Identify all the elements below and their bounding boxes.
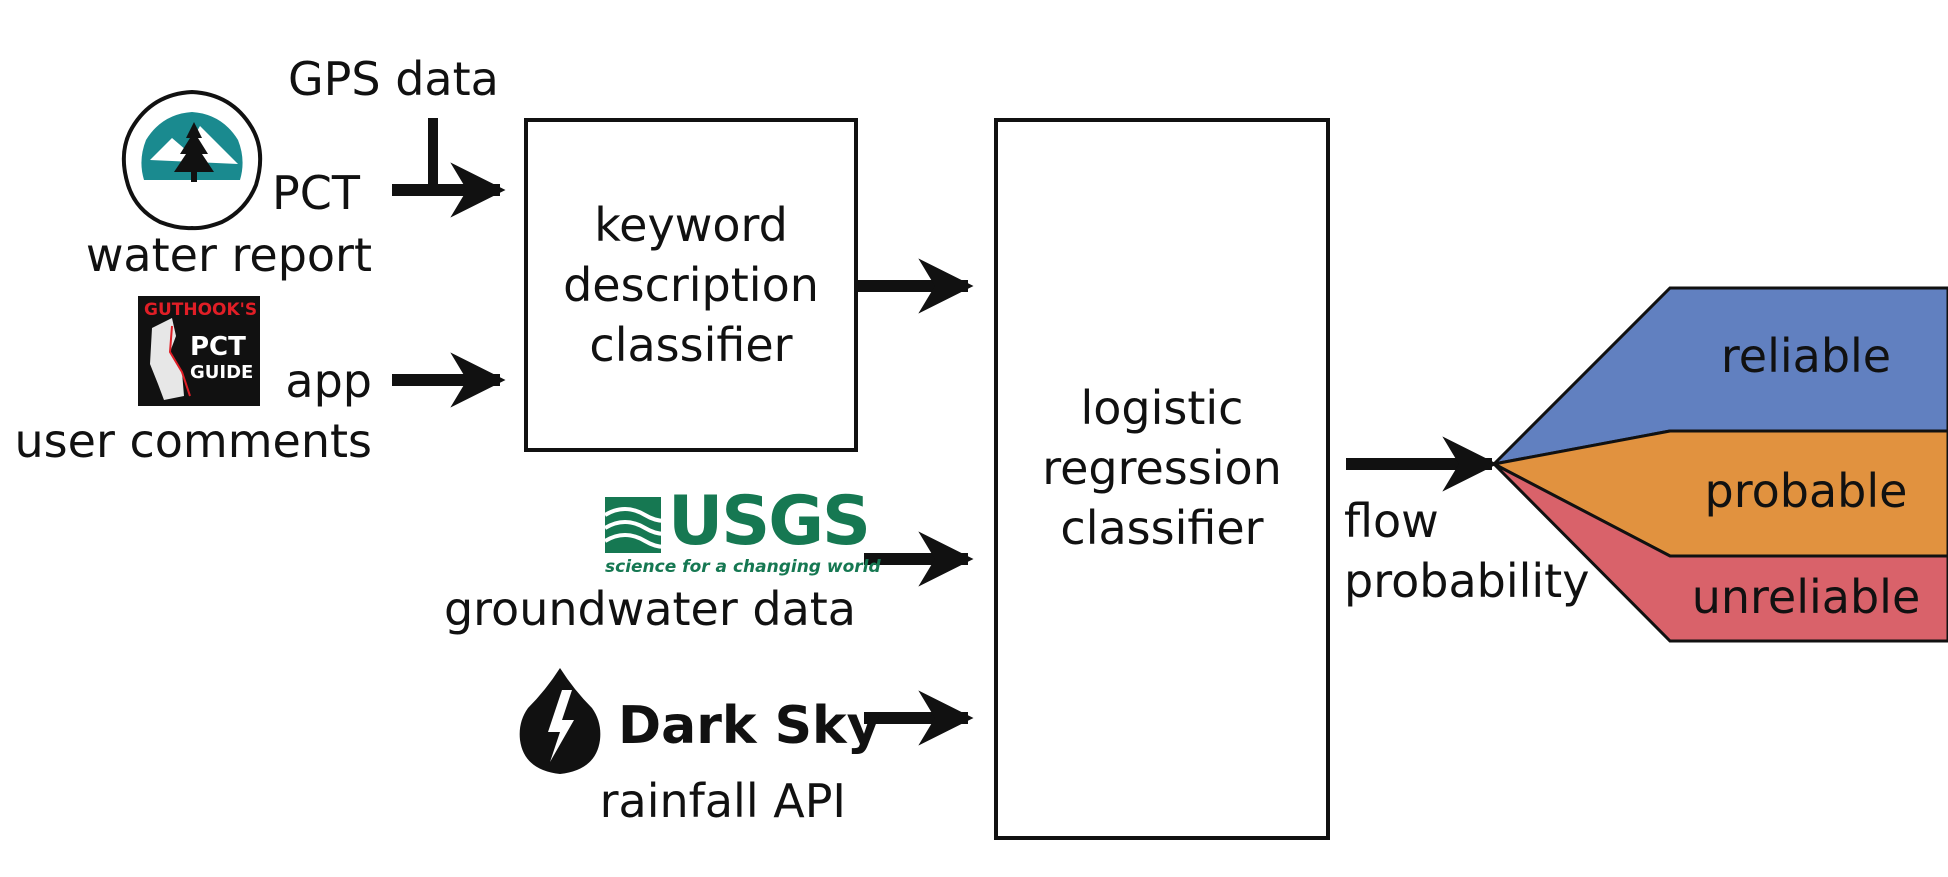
- probable-label: probable: [1704, 464, 1908, 518]
- darksky-logo: [519, 668, 601, 774]
- darksky-wordmark: Dark Sky: [618, 696, 881, 756]
- keyword-classifier-label: keyword description classifier: [563, 198, 819, 372]
- usgs-logo: [603, 497, 687, 553]
- pct-label: PCT: [272, 166, 360, 220]
- reliable-label: reliable: [1720, 329, 1892, 383]
- groundwater-label: groundwater data: [443, 582, 856, 636]
- flow-label: flow: [1344, 494, 1439, 548]
- rainfall-api-label: rainfall API: [599, 774, 846, 828]
- pct-water-report-label: water report: [85, 228, 372, 282]
- guthook-app-label: app: [285, 354, 372, 408]
- logistic-classifier-label: logistic regression classifier: [1042, 381, 1282, 555]
- guthook-mid-text: PCT: [190, 332, 246, 362]
- gps-data-label: GPS data: [288, 52, 499, 106]
- guthook-top-text: GUTHOOK'S: [144, 300, 258, 320]
- probability-label: probability: [1344, 554, 1590, 608]
- usgs-wordmark: USGS: [668, 482, 871, 561]
- keyword-classifier-box: keyword description classifier: [524, 118, 858, 452]
- pct-logo: [121, 89, 263, 231]
- unreliable-wedge: [1492, 462, 1948, 643]
- user-comments-label: user comments: [14, 414, 372, 468]
- guthook-logo: [138, 296, 260, 406]
- logistic-classifier-box: logistic regression classifier: [994, 118, 1330, 840]
- unreliable-label: unreliable: [1691, 570, 1921, 624]
- guthook-bottom-text: GUIDE: [190, 362, 254, 383]
- usgs-tagline: science for a changing world: [605, 557, 881, 577]
